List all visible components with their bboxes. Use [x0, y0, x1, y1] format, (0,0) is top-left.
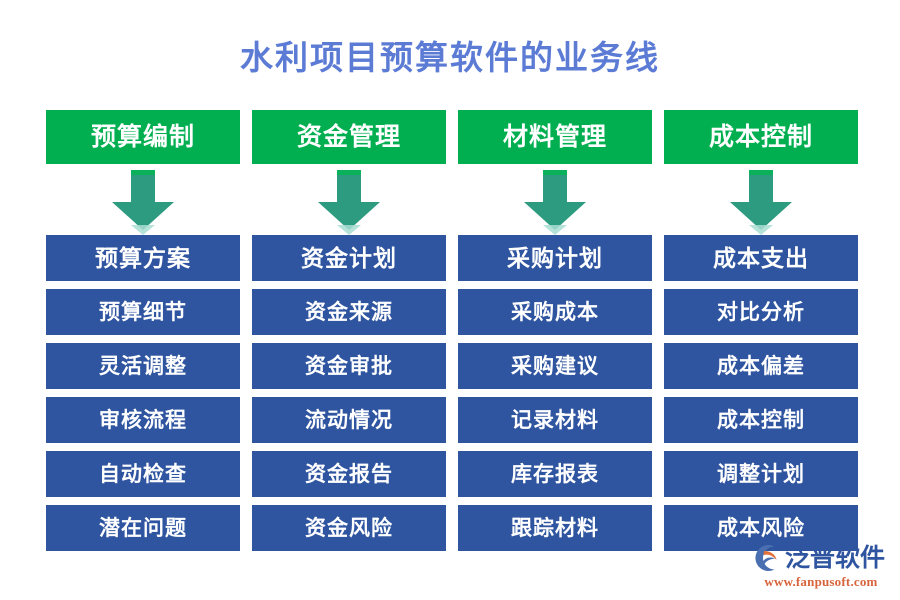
item-box[interactable]: 跟踪材料 — [458, 505, 652, 551]
logo-name: 泛普软件 — [785, 544, 886, 572]
business-line-columns: 预算编制 预算方案 预算细节 灵活调整 审核流程 自动检查 潜在问题 资金管理 — [46, 110, 858, 551]
item-box[interactable]: 库存报表 — [458, 451, 652, 497]
item-box[interactable]: 对比分析 — [664, 289, 858, 335]
column-items-4: 成本支出 对比分析 成本偏差 成本控制 调整计划 成本风险 — [664, 235, 858, 551]
item-box[interactable]: 预算方案 — [46, 235, 240, 281]
brand-logo: 泛普软件 www.fanpusoft.com — [750, 542, 892, 592]
column-items-3: 采购计划 采购成本 采购建议 记录材料 库存报表 跟踪材料 — [458, 235, 652, 551]
item-box[interactable]: 成本偏差 — [664, 343, 858, 389]
business-line-column-3: 材料管理 采购计划 采购成本 采购建议 记录材料 库存报表 跟踪材料 — [458, 110, 652, 551]
arrow-wrap-3 — [458, 164, 652, 235]
page-title: 水利项目预算软件的业务线 — [240, 41, 660, 77]
item-box[interactable]: 潜在问题 — [46, 505, 240, 551]
item-box[interactable]: 成本风险 — [664, 505, 858, 551]
down-arrow-icon — [524, 169, 586, 235]
business-line-column-4: 成本控制 成本支出 对比分析 成本偏差 成本控制 调整计划 成本风险 — [664, 110, 858, 551]
item-box[interactable]: 资金风险 — [252, 505, 446, 551]
column-header-3[interactable]: 材料管理 — [458, 110, 652, 164]
item-box[interactable]: 采购成本 — [458, 289, 652, 335]
column-items-1: 预算方案 预算细节 灵活调整 审核流程 自动检查 潜在问题 — [46, 235, 240, 551]
down-arrow-icon — [112, 169, 174, 235]
down-arrow-icon — [730, 169, 792, 235]
item-box[interactable]: 调整计划 — [664, 451, 858, 497]
item-box[interactable]: 资金报告 — [252, 451, 446, 497]
column-header-1[interactable]: 预算编制 — [46, 110, 240, 164]
down-arrow-icon — [318, 169, 380, 235]
logo-row: 泛普软件 — [750, 542, 892, 574]
item-box[interactable]: 预算细节 — [46, 289, 240, 335]
item-box[interactable]: 记录材料 — [458, 397, 652, 443]
item-box[interactable]: 成本支出 — [664, 235, 858, 281]
item-box[interactable]: 资金计划 — [252, 235, 446, 281]
item-box[interactable]: 流动情况 — [252, 397, 446, 443]
column-items-2: 资金计划 资金来源 资金审批 流动情况 资金报告 资金风险 — [252, 235, 446, 551]
item-box[interactable]: 采购建议 — [458, 343, 652, 389]
arrow-wrap-4 — [664, 164, 858, 235]
item-box[interactable]: 采购计划 — [458, 235, 652, 281]
business-line-column-1: 预算编制 预算方案 预算细节 灵活调整 审核流程 自动检查 潜在问题 — [46, 110, 240, 551]
column-header-4[interactable]: 成本控制 — [664, 110, 858, 164]
column-header-2[interactable]: 资金管理 — [252, 110, 446, 164]
item-box[interactable]: 灵活调整 — [46, 343, 240, 389]
item-box[interactable]: 自动检查 — [46, 451, 240, 497]
arrow-wrap-2 — [252, 164, 446, 235]
item-box[interactable]: 资金来源 — [252, 289, 446, 335]
item-box[interactable]: 成本控制 — [664, 397, 858, 443]
arrow-wrap-1 — [46, 164, 240, 235]
fanpu-swoosh-logo-icon — [750, 542, 782, 574]
item-box[interactable]: 审核流程 — [46, 397, 240, 443]
business-line-column-2: 资金管理 资金计划 资金来源 资金审批 流动情况 资金报告 资金风险 — [252, 110, 446, 551]
logo-url: www.fanpusoft.com — [764, 574, 878, 589]
item-box[interactable]: 资金审批 — [252, 343, 446, 389]
